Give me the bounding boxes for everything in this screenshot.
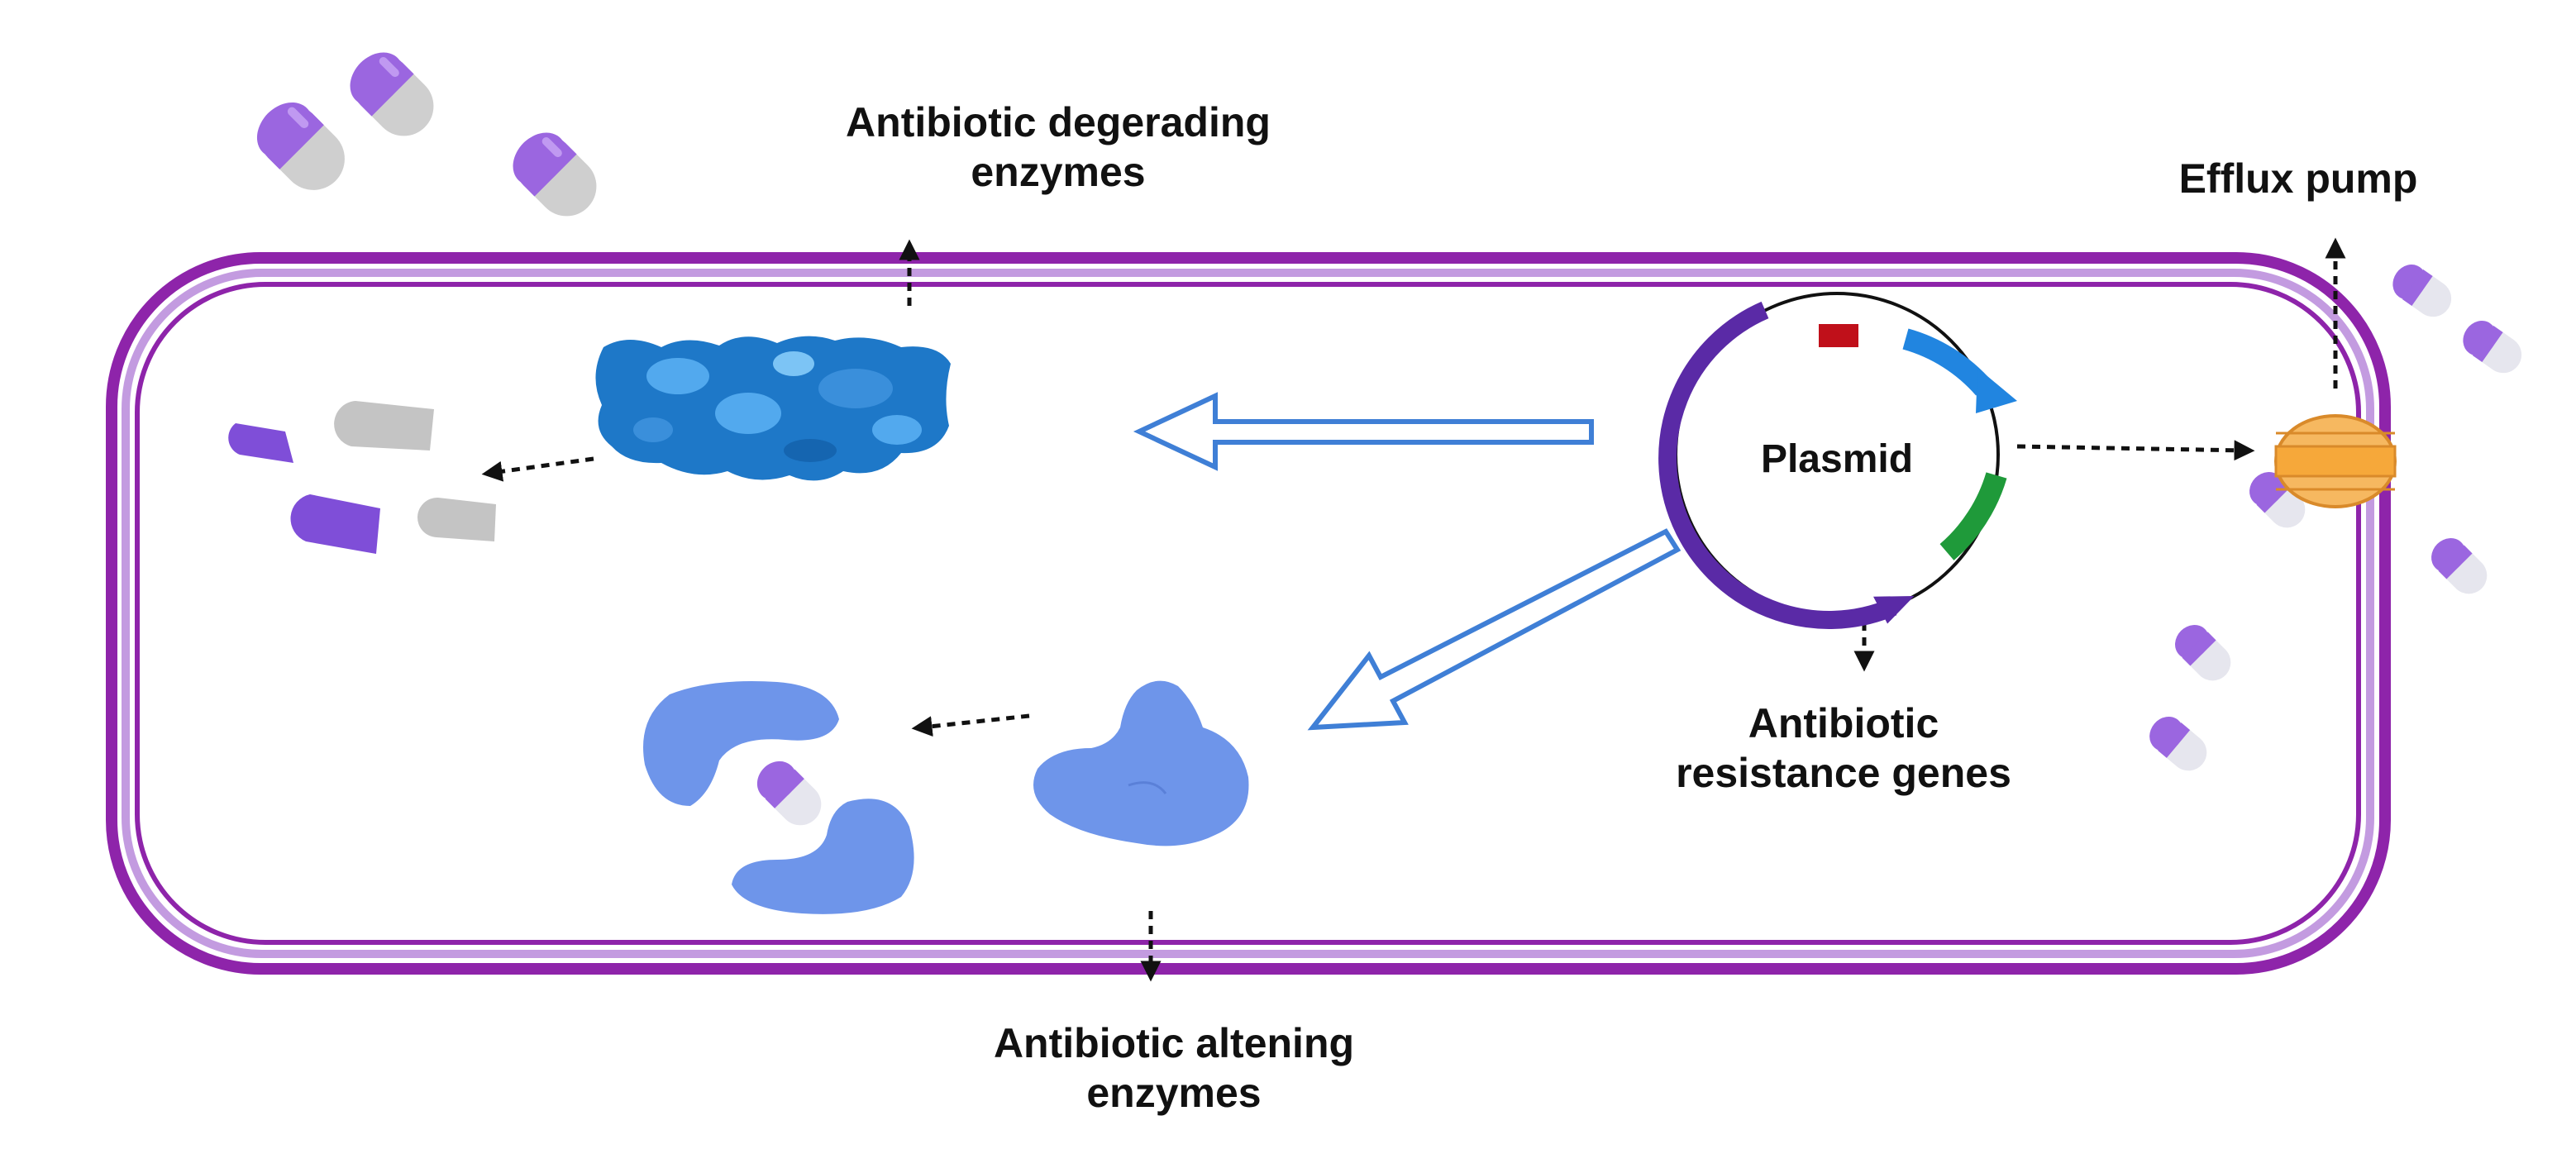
altering-enzyme-icon (1033, 680, 1249, 846)
label-degrading-line2: enzymes (971, 149, 1146, 195)
label-plasmid: Plasmid (1729, 436, 1944, 483)
label-efflux-text: Efflux pump (2178, 155, 2418, 202)
altering-enzyme-icon (643, 681, 914, 914)
capsule-icon (246, 41, 609, 229)
degrading-enzyme-icon (595, 336, 951, 481)
plasmid-icon (1658, 292, 2017, 630)
hollow-arrow (1307, 528, 1682, 731)
label-plasmid-text: Plasmid (1760, 437, 1914, 481)
label-altering-line2: enzymes (1086, 1070, 1262, 1116)
label-genes-line2: resistance genes (1676, 750, 2011, 796)
label-genes-line1: Antibiotic (1748, 700, 1939, 746)
degraded-fragments (228, 401, 496, 554)
label-altering-enzymes: Antibiotic altening enzymes (852, 1018, 1496, 1118)
efflux-pump-icon (2274, 414, 2397, 508)
label-resistance-genes: Antibiotic resistance genes (1571, 699, 2116, 798)
hollow-arrow (1133, 392, 1594, 471)
label-degrading-enzymes: Antibiotic degerading enzymes (727, 98, 1389, 197)
label-degrading-line1: Antibiotic degerading (846, 99, 1271, 145)
cell-membrane (106, 252, 2391, 975)
label-efflux-pump: Efflux pump (2100, 154, 2497, 203)
label-altering-line1: Antibiotic altening (993, 1020, 1355, 1066)
dotted-arrows (481, 237, 2346, 982)
